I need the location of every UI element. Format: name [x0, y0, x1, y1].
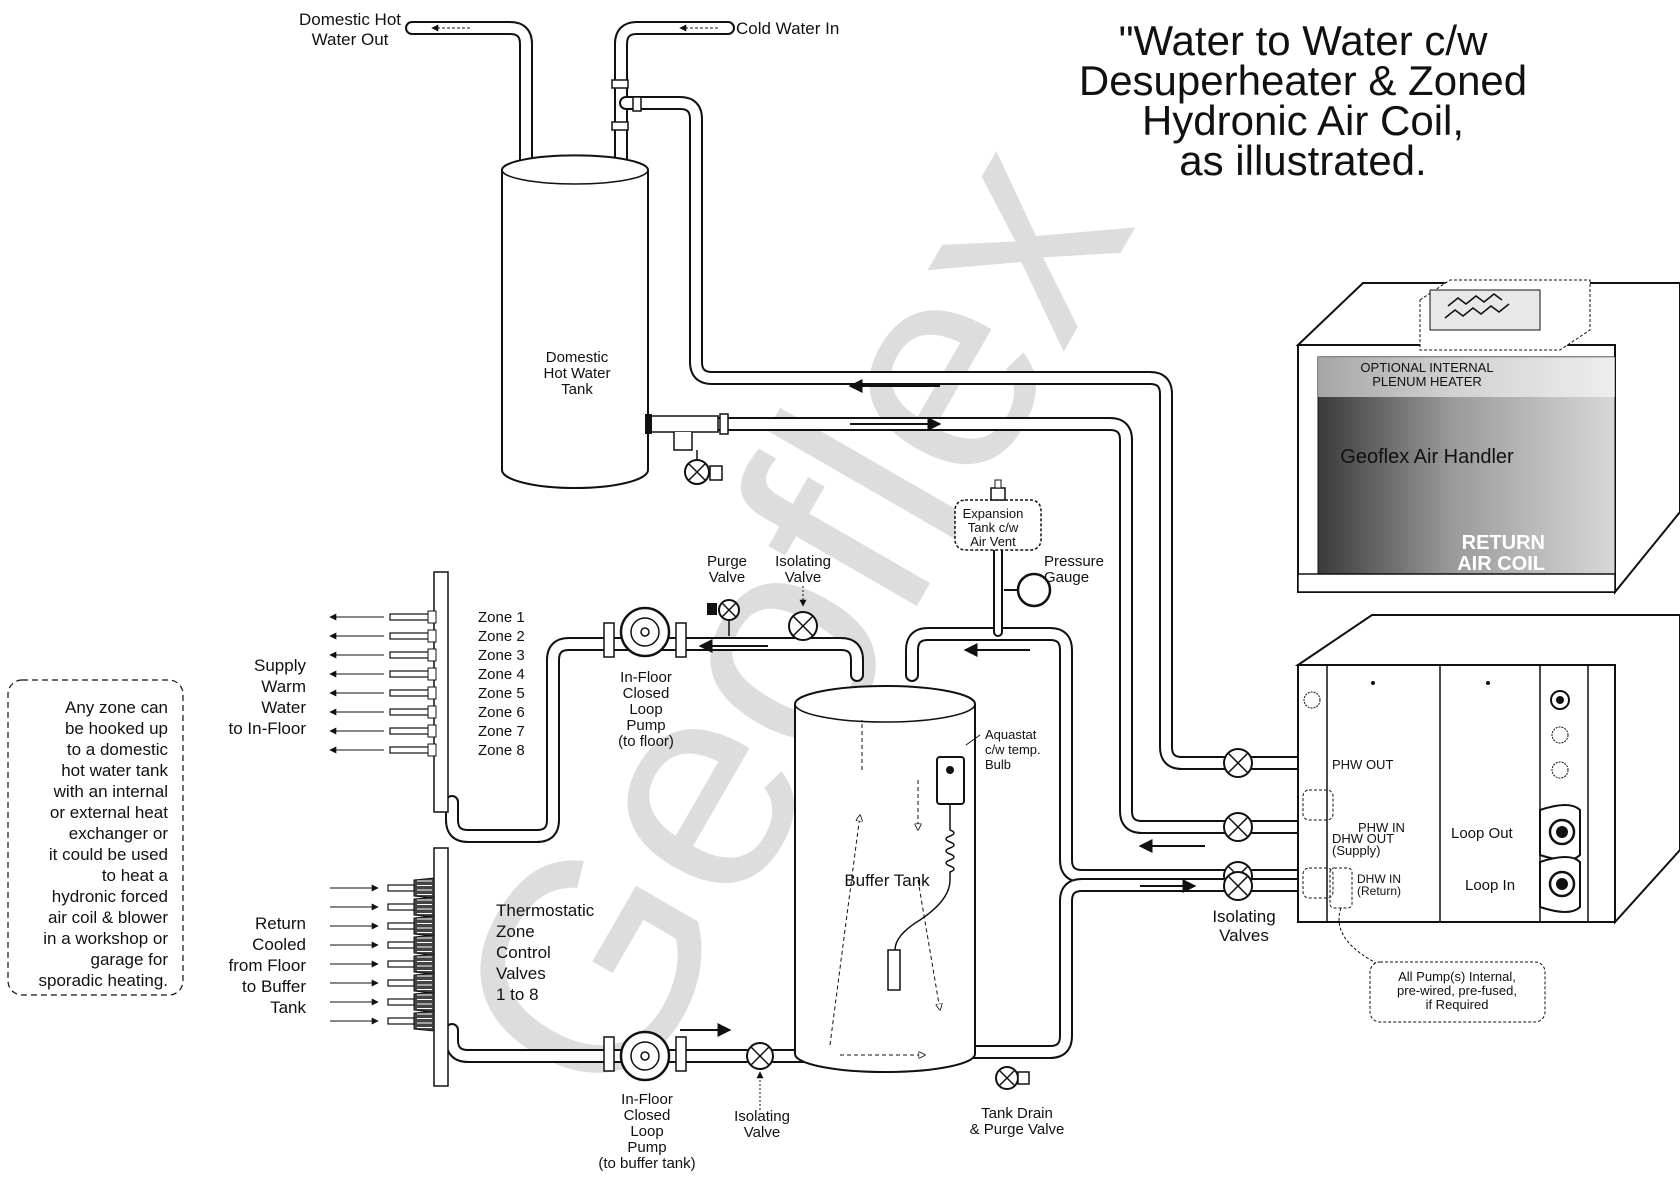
- label-phw-out: PHW OUT: [1332, 757, 1393, 772]
- expansion-tank: [954, 479, 1042, 551]
- label-cold-in: Cold Water In: [736, 19, 839, 38]
- label-loop-in: Loop In: [1465, 877, 1515, 894]
- label-dhw-in-port: DHW IN(Return): [1357, 872, 1401, 898]
- dhw-tank: [501, 79, 729, 489]
- pressure-gauge-icon: [1016, 572, 1052, 608]
- pipe-supply-loop: [445, 637, 864, 843]
- pump-bottom: [603, 1030, 687, 1082]
- purge-valve-top: [707, 599, 740, 636]
- pipe-dhw-out-port: [905, 627, 1307, 883]
- label-air-handler: Geoflex Air Handler: [1340, 446, 1514, 468]
- buffer-tank: [794, 685, 1030, 1090]
- isolating-valve-top: [788, 586, 818, 641]
- pipe-phw-in: [643, 417, 1307, 834]
- aquastat-icon: [936, 756, 965, 805]
- air-handler: [1295, 279, 1680, 595]
- label-buffer-tank: Buffer Tank: [844, 871, 930, 890]
- isolating-valve-bottom: [746, 1042, 774, 1110]
- pressure-gauge: [1004, 572, 1052, 608]
- pipe-phw-out: [619, 96, 1307, 770]
- pipe-return-loop: [445, 1023, 812, 1063]
- pipes: [405, 21, 1307, 1063]
- pipe-dhw-out: [405, 21, 533, 172]
- heat-pump-cabinet: [1294, 614, 1680, 1023]
- label-dhw-out-port: DHW OUT(Supply): [1332, 831, 1394, 858]
- label-loop-out: Loop Out: [1451, 825, 1514, 842]
- return-manifold: [330, 847, 449, 1087]
- flow-arrows: [431, 24, 1205, 1037]
- pipe-dhw-in-port: [959, 878, 1307, 1059]
- label-pump-note: All Pump(s) Internal,pre-wired, pre-fuse…: [1397, 969, 1517, 1012]
- label-phw-in: PHW IN: [1358, 820, 1405, 835]
- pump-top: [603, 606, 687, 658]
- note-box: [7, 679, 184, 996]
- supply-manifold: [329, 571, 449, 813]
- pipe-cold-in: [614, 21, 735, 172]
- label-tank-drain: Tank Drain& Purge Valve: [970, 1105, 1065, 1138]
